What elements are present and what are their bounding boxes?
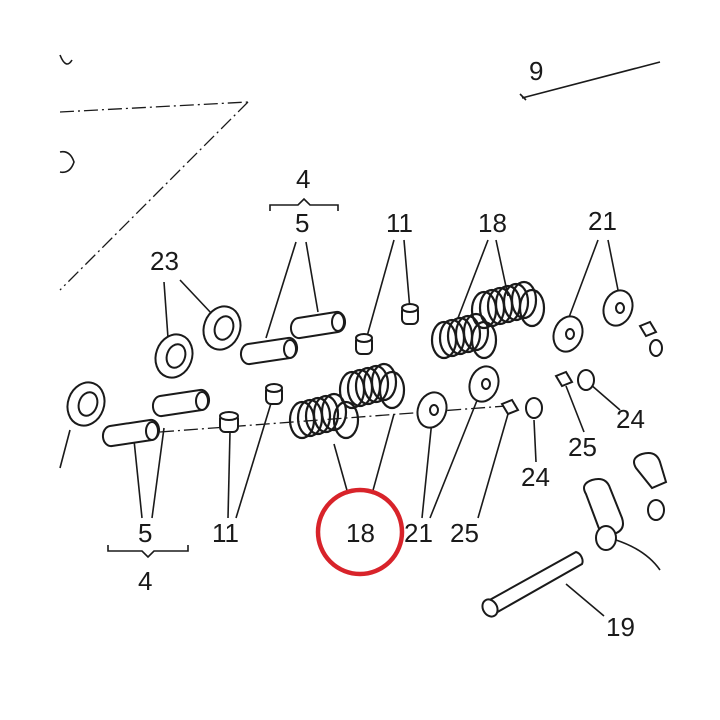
label-11-bottom: 11 [212, 518, 239, 548]
part-23-seal-left [66, 381, 106, 427]
part-23-seal-upper [202, 305, 242, 351]
rocker-arms [583, 452, 668, 571]
bottom-bracket-4 [107, 545, 189, 559]
part-18-spring-bottom-right [338, 362, 406, 410]
label-25-right: 25 [568, 432, 597, 462]
label-5-bottom: 5 [138, 518, 152, 548]
label-9: 9 [529, 56, 543, 86]
part-5-guide-d [102, 418, 160, 448]
part-5-guide-b [240, 336, 298, 366]
label-21-top: 21 [588, 206, 617, 236]
label-19: 19 [606, 612, 635, 642]
label-5-top: 5 [295, 208, 309, 238]
label-18-top: 18 [478, 208, 507, 238]
part-25-keepers [500, 320, 658, 416]
leader-lines [59, 239, 621, 617]
callout-labels: 9 4 5 11 18 21 23 5 4 11 18 21 25 24 24 … [138, 56, 645, 642]
part-18-spring-bottom-left [288, 392, 360, 440]
part-24-caps [525, 339, 663, 419]
top-bracket-4 [269, 197, 339, 211]
part-11-seals [219, 303, 419, 433]
label-23: 23 [150, 246, 179, 276]
part-21-retainers [416, 289, 634, 429]
part-19-shaft [481, 550, 584, 618]
label-4-bottom: 4 [138, 566, 152, 596]
label-4-top: 4 [296, 164, 310, 194]
part-5-guide-a [290, 310, 346, 340]
construction-lines [59, 54, 249, 291]
label-24-mid: 24 [521, 462, 550, 492]
label-18-bottom: 18 [346, 518, 375, 548]
part-23-seal-lower [154, 333, 194, 379]
part-5-guide-c [152, 388, 210, 418]
label-25-bottom: 25 [450, 518, 479, 548]
highlight-circle [315, 487, 405, 577]
label-21-bottom: 21 [404, 518, 433, 548]
part-18-spring-top-left [430, 312, 498, 360]
label-24-right: 24 [616, 404, 645, 434]
part-9-rod [519, 61, 661, 101]
label-11-top: 11 [386, 208, 413, 238]
